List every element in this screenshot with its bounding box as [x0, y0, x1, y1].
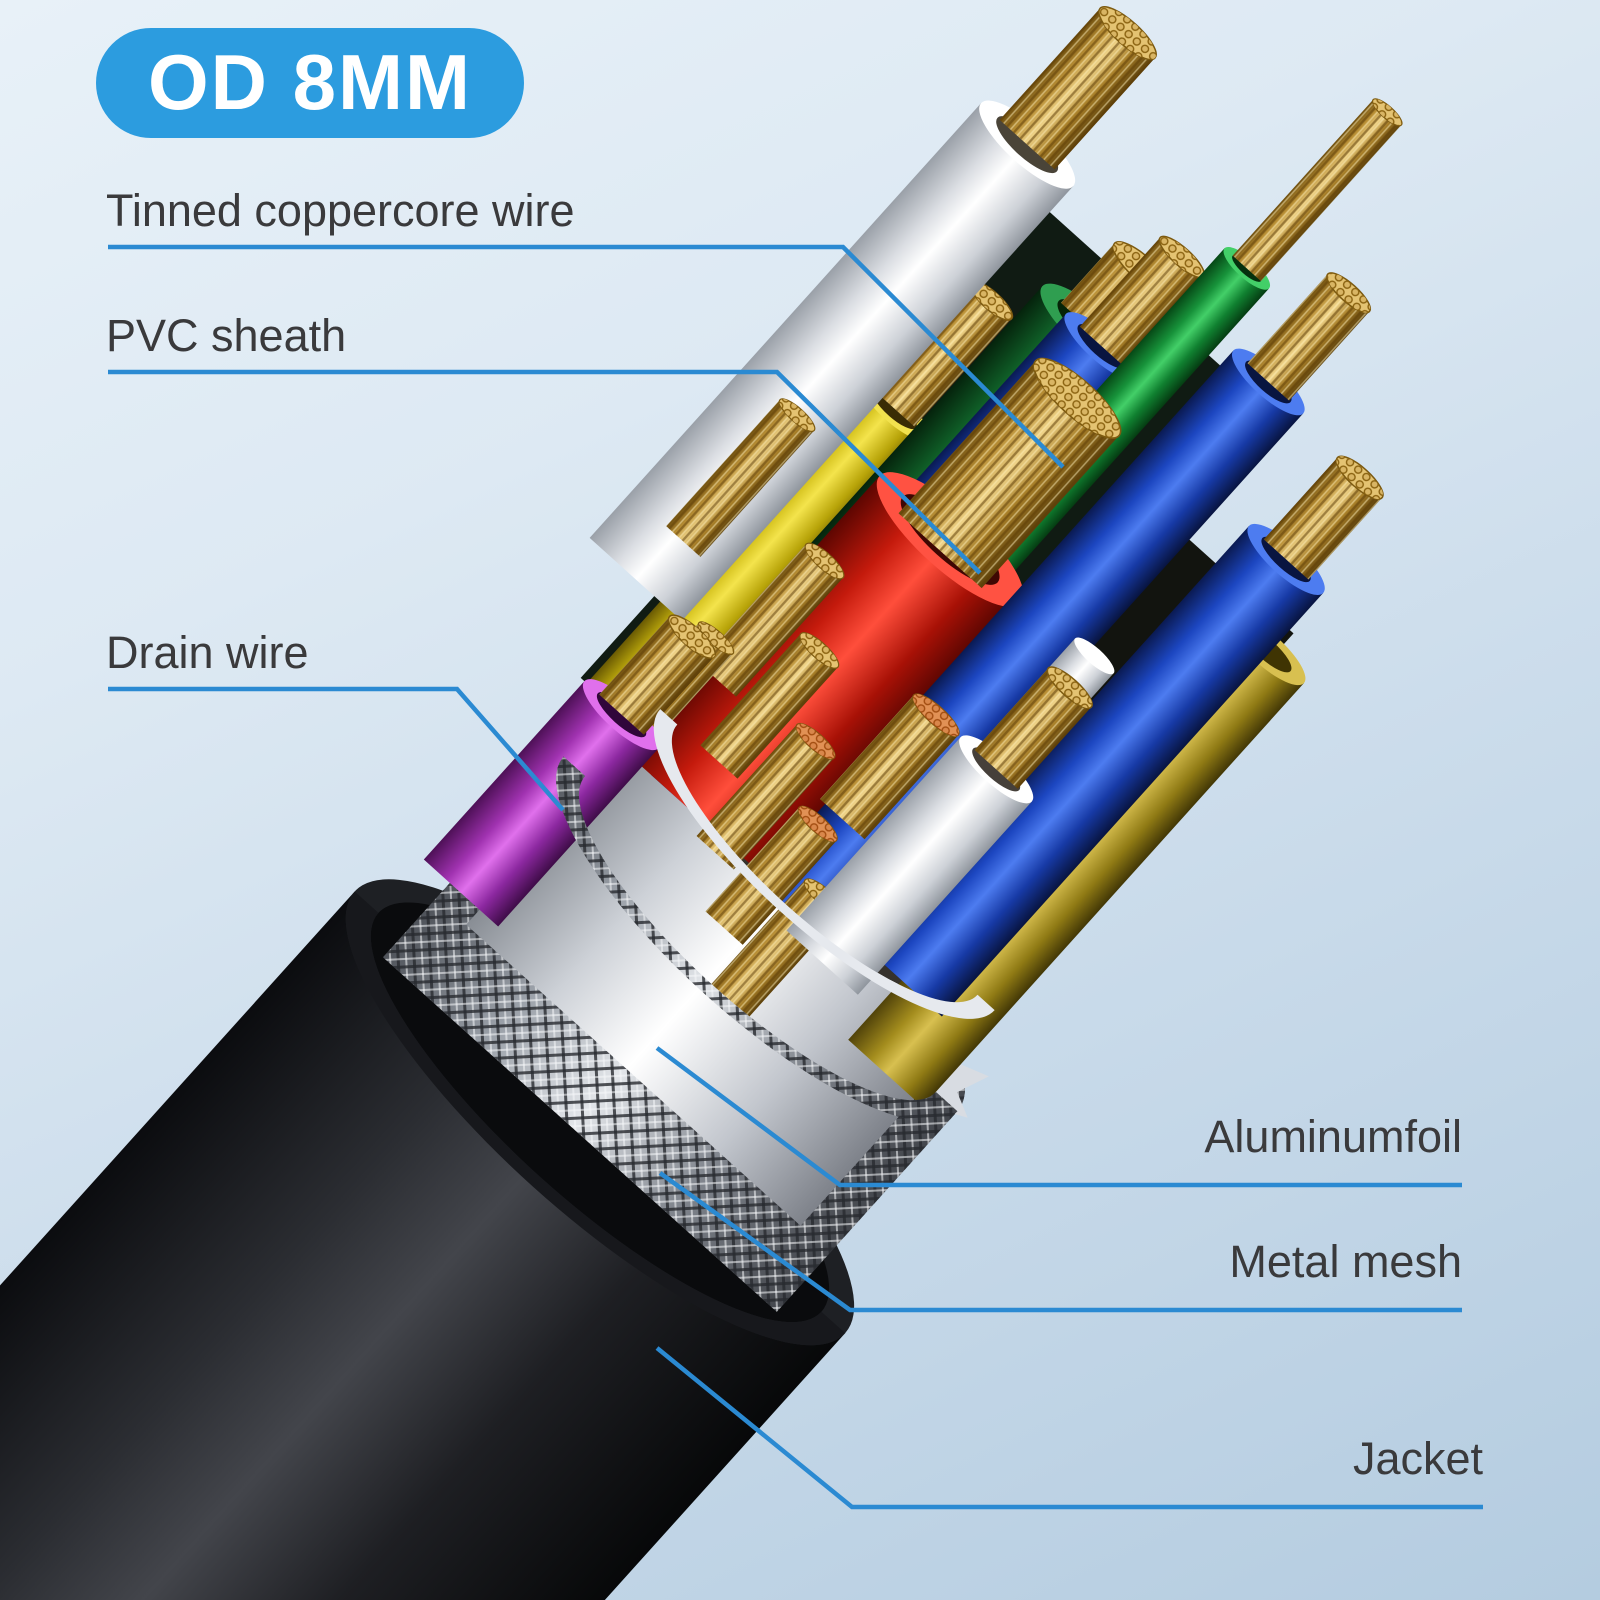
- callout-pvc-sheath: PVC sheath: [106, 310, 347, 361]
- drain-wire-magenta: [423, 614, 716, 927]
- callout-tinned-coppercore-wire: Tinned coppercore wire: [106, 185, 575, 236]
- callout-metal-mesh: Metal mesh: [1229, 1236, 1462, 1287]
- leader-line-pvc-sheath: [108, 369, 982, 575]
- wire-blue-right-2: [867, 455, 1384, 1017]
- od-size-badge: OD 8MM: [96, 28, 524, 138]
- leader-line-jacket: [655, 1346, 1483, 1510]
- leader-line-tinned-coppercore: [108, 244, 1065, 469]
- leader-line-drain-wire: [108, 686, 565, 812]
- wire-white-pair: [786, 666, 1093, 995]
- tinned-copper-core: [898, 357, 1122, 589]
- leader-lines: [108, 244, 1483, 1510]
- callout-drain-wire: Drain wire: [106, 627, 309, 678]
- callout-jacket: Jacket: [1352, 1433, 1483, 1484]
- callout-aluminum-foil: Aluminumfoil: [1204, 1111, 1462, 1162]
- leader-line-aluminum-foil: [655, 1046, 1462, 1188]
- leader-line-metal-mesh: [658, 1171, 1462, 1313]
